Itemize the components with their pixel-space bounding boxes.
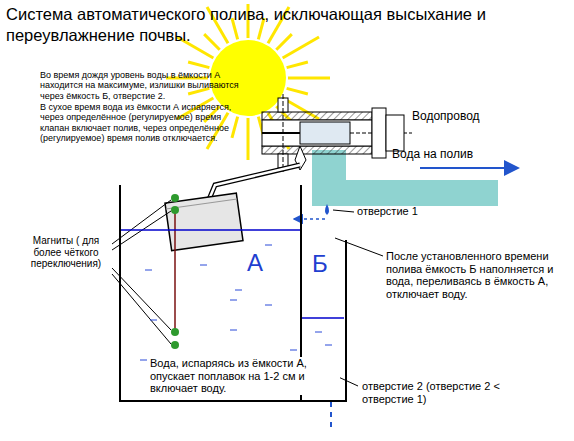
water-level-b: [301, 317, 344, 319]
water-texture: [140, 245, 332, 360]
tank-letter: А: [247, 249, 263, 277]
hole-label: отверстие 2 (отверстие 2 < отверстие 1): [362, 380, 542, 405]
title: Система автоматического полива, исключаю…: [6, 4, 551, 47]
hole-label: отверстие 1: [357, 205, 447, 218]
magnets-label: Магниты ( для более чёткого переключения…: [20, 235, 112, 270]
note: В сухое время вода из ёмкости А испаряет…: [40, 102, 245, 143]
valve: [262, 94, 412, 172]
overflow-arrow: [294, 218, 325, 220]
magnet-rod: [174, 210, 176, 332]
drips: [330, 402, 332, 427]
pipe-label: Водопровод: [412, 110, 502, 124]
note: Во время дождя уровень воды в ёмкости А …: [40, 70, 245, 101]
tank-letter: Б: [312, 250, 328, 278]
callout: Вода, испаряясь из ёмкости А, опускает п…: [150, 357, 340, 395]
water-level-a: [121, 229, 300, 231]
flow-arrow: [420, 167, 518, 169]
magnets: [171, 194, 179, 349]
drop: [325, 204, 329, 215]
flow-label: Вода на полив: [392, 148, 512, 162]
callout: После установленного времени полива ёмко…: [386, 250, 572, 301]
float-lever: [165, 146, 306, 251]
